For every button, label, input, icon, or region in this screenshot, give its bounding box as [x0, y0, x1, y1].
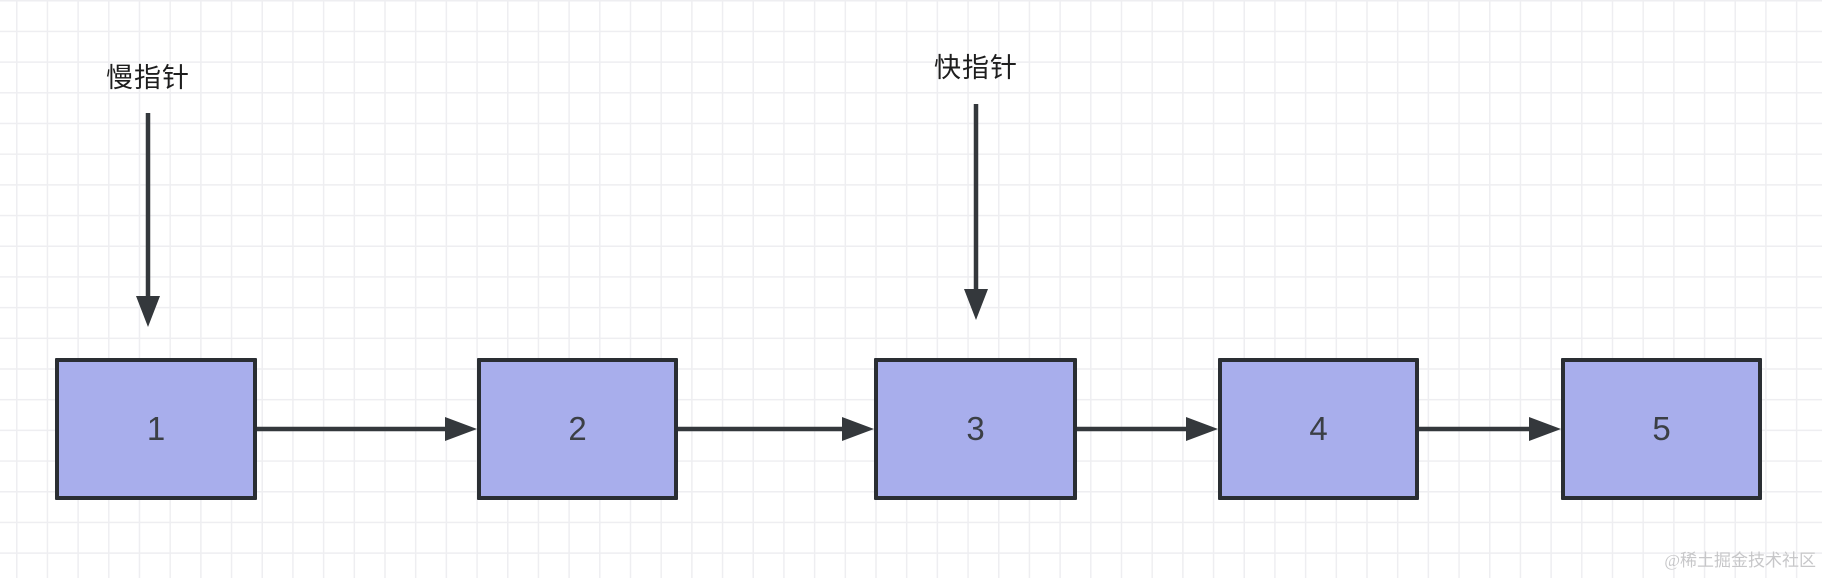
- arrow-node2-to-node3: [678, 417, 874, 441]
- list-node-3: 3: [874, 358, 1077, 500]
- fast-pointer-arrow: [964, 104, 988, 320]
- arrow-node4-to-node5: [1419, 417, 1561, 441]
- list-node-1: 1: [55, 358, 257, 500]
- arrow-node1-to-node2: [257, 417, 477, 441]
- arrow-node3-to-node4: [1077, 417, 1218, 441]
- watermark: @稀土掘金技术社区: [1664, 551, 1816, 570]
- node-value: 1: [146, 410, 166, 447]
- node-value: 4: [1309, 410, 1328, 447]
- list-node-5: 5: [1561, 358, 1762, 500]
- node-value: 2: [568, 410, 587, 447]
- fast-pointer-label: 快指针: [934, 53, 1018, 83]
- node-value: 5: [1652, 410, 1671, 447]
- list-node-4: 4: [1218, 358, 1419, 500]
- slow-pointer-label: 慢指针: [106, 63, 190, 93]
- list-node-2: 2: [477, 358, 678, 500]
- node-value: 3: [966, 410, 985, 447]
- slow-pointer-arrow: [136, 113, 160, 327]
